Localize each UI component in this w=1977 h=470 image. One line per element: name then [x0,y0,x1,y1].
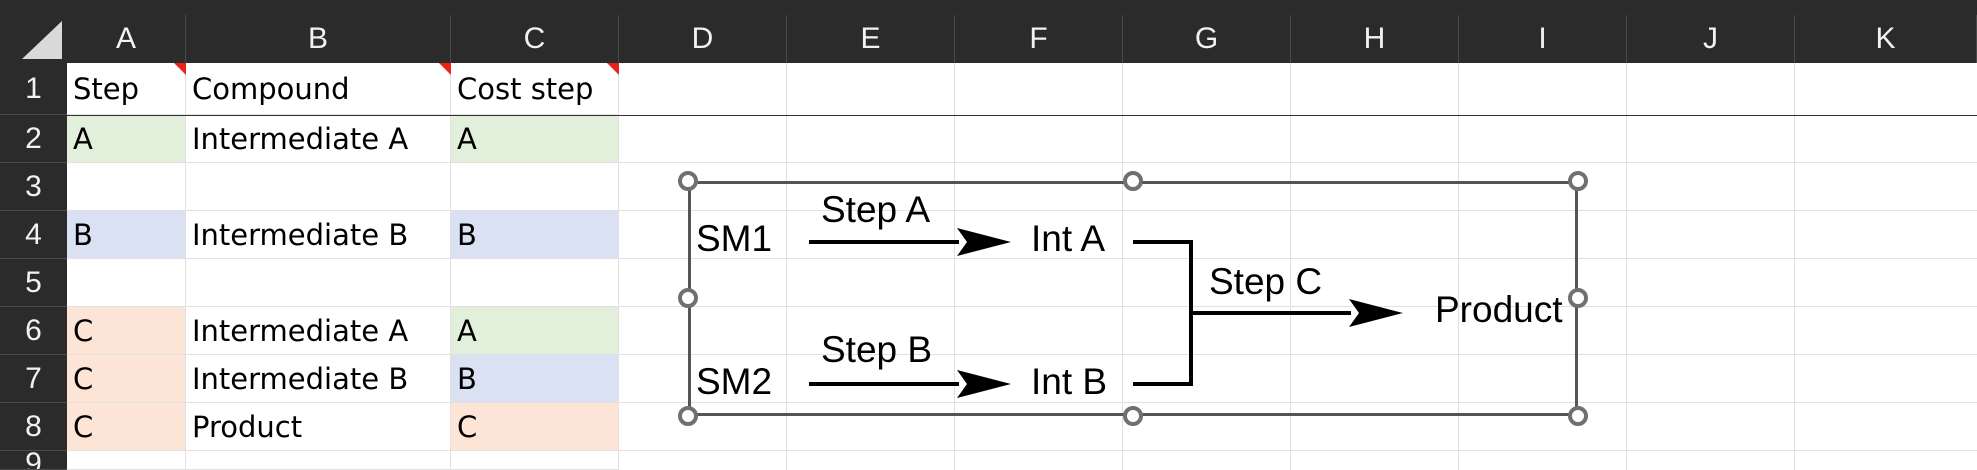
column-header-b[interactable]: B [186,15,451,63]
merge-bracket [1133,240,1193,386]
column-header-g[interactable]: G [1123,15,1291,63]
arrow-step-b-head [957,370,1011,398]
row-header-8[interactable]: 8 [0,403,67,451]
column-header-k[interactable]: K [1795,15,1977,63]
row-header-7[interactable]: 7 [0,355,67,403]
reaction-arrows [809,228,1403,398]
cell-a5[interactable] [67,259,186,307]
cell-b4[interactable]: Intermediate B [186,211,451,259]
column-header-i[interactable]: I [1459,15,1627,63]
resize-handle-top-left[interactable] [678,171,698,191]
comment-indicator-c1[interactable] [607,63,619,75]
label-step-c: Step C [1209,261,1323,302]
cell-c7[interactable]: B [451,355,619,403]
column-header-j[interactable]: J [1627,15,1795,63]
column-header-h[interactable]: H [1291,15,1459,63]
cell-b9[interactable] [186,451,451,470]
select-all-button[interactable] [0,15,67,63]
arrow-step-c-head [1349,299,1403,327]
column-header-c[interactable]: C [451,15,619,63]
label-sm1: SM1 [696,218,773,259]
label-step-a: Step A [821,189,931,230]
freeze-pane-line [67,115,1977,116]
cell-c5[interactable] [451,259,619,307]
row-header-3[interactable]: 3 [0,163,67,211]
reaction-scheme-shape[interactable]: SM1 SM2 Step A Step B Int A Int B Step C… [688,181,1578,416]
cell-c9[interactable] [451,451,619,470]
label-sm2: SM2 [696,361,773,402]
comment-indicator-b1[interactable] [439,63,451,75]
arrow-step-a-head [957,228,1011,256]
label-product: Product [1435,289,1563,330]
row-header-2[interactable]: 2 [0,115,67,163]
label-int-b: Int B [1031,361,1108,402]
label-int-a: Int A [1031,218,1106,259]
cell-b6[interactable]: Intermediate A [186,307,451,355]
cell-b3[interactable] [186,163,451,211]
row-header-1[interactable]: 1 [0,63,67,115]
column-header-a[interactable]: A [67,15,186,63]
resize-handle-top-center[interactable] [1123,171,1143,191]
cell-a6[interactable]: C [67,307,186,355]
cell-c2[interactable]: A [451,115,619,163]
cell-c8[interactable]: C [451,403,619,451]
resize-handle-bottom-left[interactable] [678,406,698,426]
cell-b7[interactable]: Intermediate B [186,355,451,403]
resize-handle-bottom-right[interactable] [1568,406,1588,426]
cell-a2[interactable]: A [67,115,186,163]
select-all-triangle-icon [22,21,62,59]
row-header-9-label: 9 [25,451,42,470]
resize-handle-bottom-center[interactable] [1123,406,1143,426]
comment-indicator-a1[interactable] [174,63,186,75]
row-header-5[interactable]: 5 [0,259,67,307]
column-header-f[interactable]: F [955,15,1123,63]
row-header-4[interactable]: 4 [0,211,67,259]
cell-b1[interactable]: Compound [186,63,451,115]
cell-a7[interactable]: C [67,355,186,403]
cell-a8[interactable]: C [67,403,186,451]
resize-handle-middle-left[interactable] [678,288,698,308]
cell-b8[interactable]: Product [186,403,451,451]
cell-a9[interactable] [67,451,186,470]
column-header-d[interactable]: D [619,15,787,63]
resize-handle-top-right[interactable] [1568,171,1588,191]
resize-handle-middle-right[interactable] [1568,288,1588,308]
cell-a4[interactable]: B [67,211,186,259]
cell-c1[interactable]: Cost step [451,63,619,115]
row-header-6[interactable]: 6 [0,307,67,355]
cell-b2[interactable]: Intermediate A [186,115,451,163]
title-bar-strip [0,0,1977,15]
cell-c3[interactable] [451,163,619,211]
column-header-e[interactable]: E [787,15,955,63]
cell-b5[interactable] [186,259,451,307]
cell-a1[interactable]: Step [67,63,186,115]
cell-c6[interactable]: A [451,307,619,355]
cell-c4[interactable]: B [451,211,619,259]
cell-a3[interactable] [67,163,186,211]
label-step-b: Step B [821,329,933,370]
